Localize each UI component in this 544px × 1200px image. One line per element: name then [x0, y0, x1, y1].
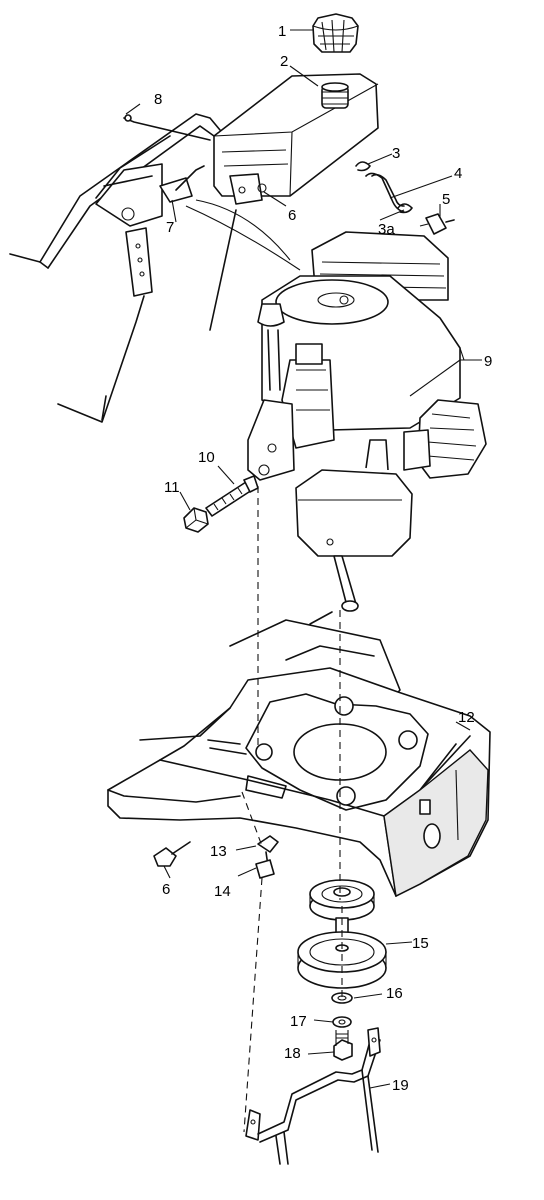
callout-9: 9: [484, 353, 492, 370]
callout-16: 16: [386, 985, 403, 1002]
callout-15: 15: [412, 935, 429, 952]
callout-17: 17: [290, 1013, 307, 1030]
callout-6-lower: 6: [162, 881, 170, 898]
fuel-line-parts: [355, 161, 455, 235]
fuel-tank: [213, 73, 379, 205]
frame-bolt: [153, 841, 191, 867]
callout-8: 8: [154, 91, 162, 108]
pulley-upper: [309, 879, 375, 921]
callout-10: 10: [198, 449, 215, 466]
callout-19: 19: [392, 1077, 409, 1094]
callout-7: 7: [166, 219, 174, 236]
square-nut: [255, 859, 275, 879]
callout-3a: 3a: [378, 221, 395, 238]
leader-lines: [125, 29, 482, 1089]
fuel-cap: [312, 13, 359, 53]
nut-18: [333, 1030, 353, 1061]
callout-2: 2: [280, 53, 288, 70]
lock-washer-17: [332, 1016, 352, 1028]
callout-18: 18: [284, 1045, 301, 1062]
callout-1: 1: [278, 23, 286, 40]
engine: [247, 231, 487, 481]
callout-labels: 1 2 3 4 5 3a 8 7 6 9 10 11 12 13 14 6 15…: [154, 23, 492, 1094]
muffler: [295, 439, 413, 612]
alignment-lines: [241, 486, 343, 1133]
dash-panel-bracket: [9, 113, 301, 423]
callout-6-upper: 6: [288, 207, 296, 224]
callout-13: 13: [210, 843, 227, 860]
pulley-lower: [297, 917, 387, 989]
callout-5: 5: [442, 191, 450, 208]
engine-bolt: [205, 475, 259, 517]
callout-11: 11: [164, 479, 180, 496]
control-linkage: [245, 1027, 381, 1165]
callout-14: 14: [214, 883, 231, 900]
callout-4: 4: [454, 165, 462, 182]
callout-3: 3: [392, 145, 400, 162]
hex-nut: [183, 507, 209, 533]
tractor-frame: [107, 611, 491, 898]
callout-12: 12: [458, 709, 475, 726]
